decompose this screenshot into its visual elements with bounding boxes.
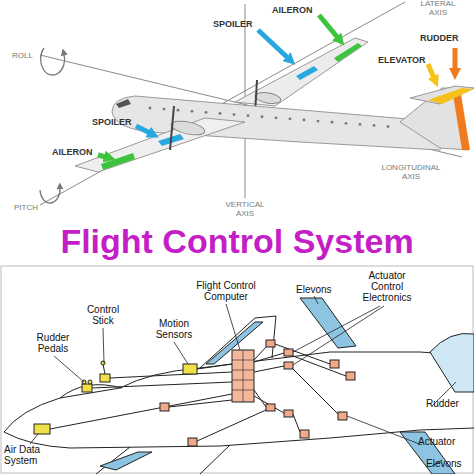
aileron-arrow: [319, 15, 338, 38]
part-label: AILERON: [52, 148, 93, 158]
axis-label: LONGITUDINAL AXIS: [376, 164, 446, 182]
pointer-arrows: [98, 15, 455, 157]
control-stick-box: [100, 374, 110, 382]
motion-label: PITCH: [14, 204, 38, 213]
component-label: Elevons: [296, 284, 332, 295]
component-label: Elevons: [426, 458, 462, 469]
stabilizer-shape: [410, 86, 474, 104]
longitudinal-axis-line: [40, 55, 462, 157]
spoiler-arrow: [258, 30, 288, 58]
cabin-window: [345, 122, 348, 125]
leader-lines: [30, 296, 456, 466]
fuselage-shape: [112, 96, 445, 150]
component-label: Rudder: [426, 398, 459, 409]
air-data-box: [34, 424, 50, 434]
cabin-window: [317, 120, 320, 123]
page-title: Flight Control System: [0, 224, 474, 258]
flap-surface: [100, 452, 152, 470]
part-label: SPOILER: [92, 118, 132, 128]
cabin-window: [233, 113, 236, 116]
elevator-arrow: [428, 64, 434, 78]
near-wing: [75, 106, 245, 172]
propeller: [170, 106, 174, 150]
wing-shape: [235, 38, 368, 106]
panel-frame: [1, 266, 473, 473]
elevator-surface: [428, 88, 474, 104]
pitch-arrow: [40, 188, 60, 203]
cabin-window: [191, 110, 194, 113]
far-wing: [235, 38, 368, 114]
aileron-surface: [334, 43, 362, 62]
cabin-window: [163, 108, 166, 111]
cabin-window: [177, 109, 180, 112]
axis-label: VERTICAL AXIS: [220, 201, 270, 219]
component-label: Motion Sensors: [150, 318, 198, 340]
axis-label: LATERAL AXIS: [416, 0, 460, 18]
wing-shape: [75, 118, 245, 172]
fuselage: [112, 96, 445, 150]
cockpit-window: [116, 99, 131, 108]
rudder-pedals-box: [82, 384, 92, 392]
cabin-window: [261, 115, 264, 118]
cabin-window: [387, 125, 390, 128]
rudder-surface: [430, 333, 474, 392]
part-label: SPOILER: [213, 20, 253, 30]
cabin-window: [303, 119, 306, 122]
cabin-window: [275, 116, 278, 119]
control-electronics-box: [266, 404, 275, 411]
part-label: AILERON: [272, 6, 313, 16]
stick-grip: [101, 361, 105, 365]
aileron-arrow: [98, 155, 106, 157]
computer-grid: [232, 350, 254, 402]
flight-computer-box: [232, 350, 254, 402]
cabin-window: [149, 107, 152, 110]
spoiler-surface: [296, 66, 318, 80]
control-electronics-box: [284, 410, 293, 417]
jet-schematic: [4, 296, 474, 474]
cabin-window: [289, 118, 292, 121]
part-label: ELEVATOR: [378, 56, 426, 66]
motion-label: ROLL: [12, 52, 33, 61]
part-label: RUDDER: [420, 34, 459, 44]
cabin-window: [331, 121, 334, 124]
spoiler-arrow: [136, 126, 150, 133]
control-electronics-box: [284, 362, 293, 369]
engine-nacelle: [170, 119, 206, 138]
actuator-box: [330, 360, 339, 368]
control-electronics-box: [266, 340, 275, 347]
rudder-arrow: [453, 48, 458, 70]
motion-sensor-box: [183, 364, 197, 374]
component-label: Actuator: [418, 436, 455, 447]
cabin-window: [219, 112, 222, 115]
roll-arrow: [41, 48, 65, 75]
axes: [40, 2, 462, 205]
wiring: [50, 344, 346, 441]
engine-nacelle: [254, 91, 281, 105]
pedal: [88, 380, 92, 384]
control-electronics-box: [284, 349, 293, 356]
component-label: Actuator Control Electronics: [352, 270, 422, 303]
actuator-box: [300, 430, 309, 438]
control-stick: [103, 364, 105, 374]
component-label: Flight Control Computer: [188, 280, 264, 302]
component-label: Rudder Pedals: [30, 332, 76, 354]
wing-outline: [96, 445, 230, 474]
actuator-box: [188, 438, 197, 446]
component-label: Control Stick: [82, 304, 124, 326]
cabin-window: [359, 123, 362, 126]
actuator-box: [346, 372, 355, 380]
cabin-window: [247, 114, 250, 117]
cabin-window: [373, 124, 376, 127]
actuator-box: [160, 403, 169, 411]
tail: [400, 86, 474, 150]
cabin-window: [205, 111, 208, 114]
actuator-box: [338, 412, 347, 420]
component-label: Air Data System: [4, 444, 50, 466]
